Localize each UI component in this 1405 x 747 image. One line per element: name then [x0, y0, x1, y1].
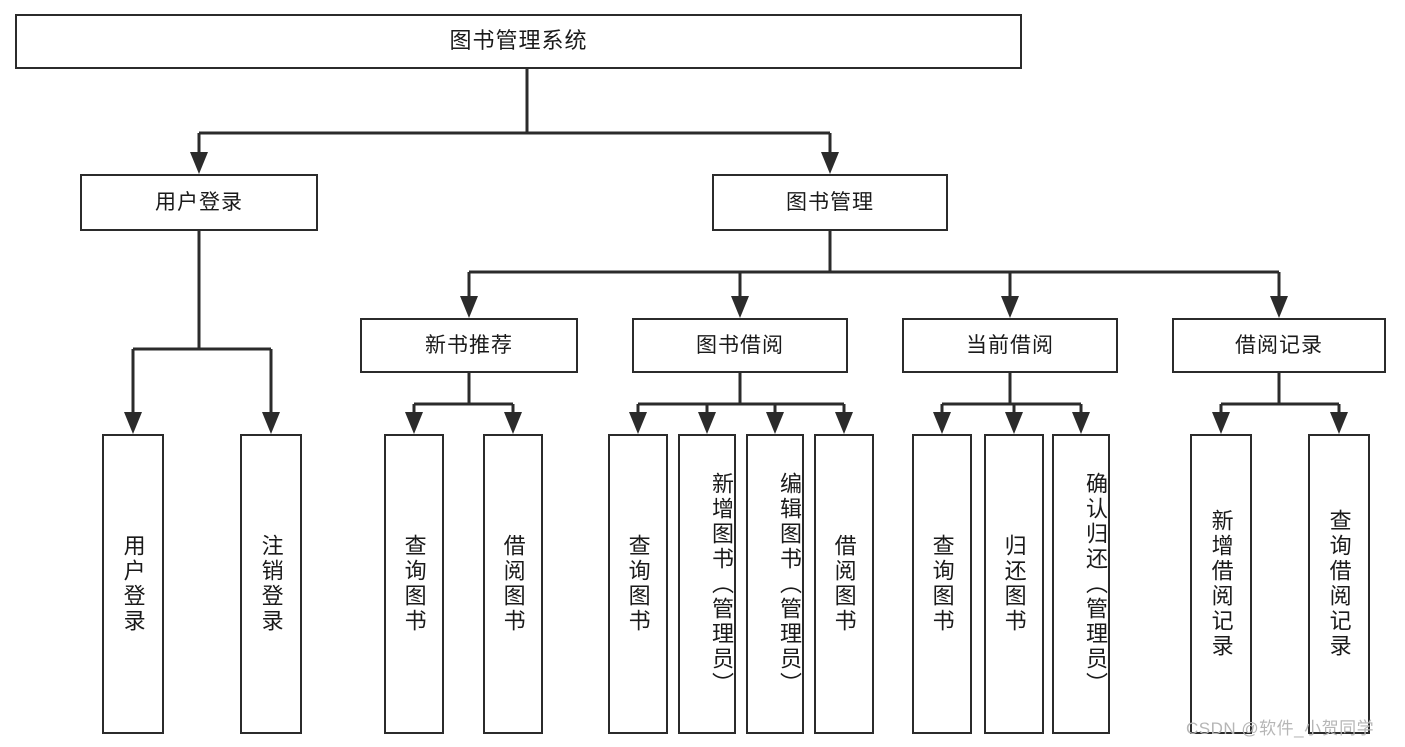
leaf-query-borrow-record[interactable]: 查询借阅记录 [1308, 434, 1370, 734]
leaf-add-book-admin[interactable]: 新增图书（管理员） [678, 434, 736, 734]
node-root-system[interactable]: 图书管理系统 [15, 14, 1022, 69]
leaf-user-login[interactable]: 用户登录 [102, 434, 164, 734]
leaf-edit-book-admin[interactable]: 编辑图书（管理员） [746, 434, 804, 734]
leaf-borrow-book[interactable]: 借阅图书 [814, 434, 874, 734]
leaf-add-borrow-record[interactable]: 新增借阅记录 [1190, 434, 1252, 734]
node-user-login[interactable]: 用户登录 [80, 174, 318, 231]
leaf-user-logout[interactable]: 注销登录 [240, 434, 302, 734]
leaf-return-book[interactable]: 归还图书 [984, 434, 1044, 734]
node-current-borrow[interactable]: 当前借阅 [902, 318, 1118, 373]
node-borrow-record[interactable]: 借阅记录 [1172, 318, 1386, 373]
leaf-confirm-return-admin[interactable]: 确认归还（管理员） [1052, 434, 1110, 734]
leaf-query-book-current[interactable]: 查询图书 [912, 434, 972, 734]
node-book-manage[interactable]: 图书管理 [712, 174, 948, 231]
node-book-borrow[interactable]: 图书借阅 [632, 318, 848, 373]
leaf-query-book-recommend[interactable]: 查询图书 [384, 434, 444, 734]
node-new-book-recommend[interactable]: 新书推荐 [360, 318, 578, 373]
watermark-text: CSDN @软件_小贺同学 [1186, 719, 1375, 738]
leaf-query-book-borrow[interactable]: 查询图书 [608, 434, 668, 734]
leaf-borrow-book-recommend[interactable]: 借阅图书 [483, 434, 543, 734]
